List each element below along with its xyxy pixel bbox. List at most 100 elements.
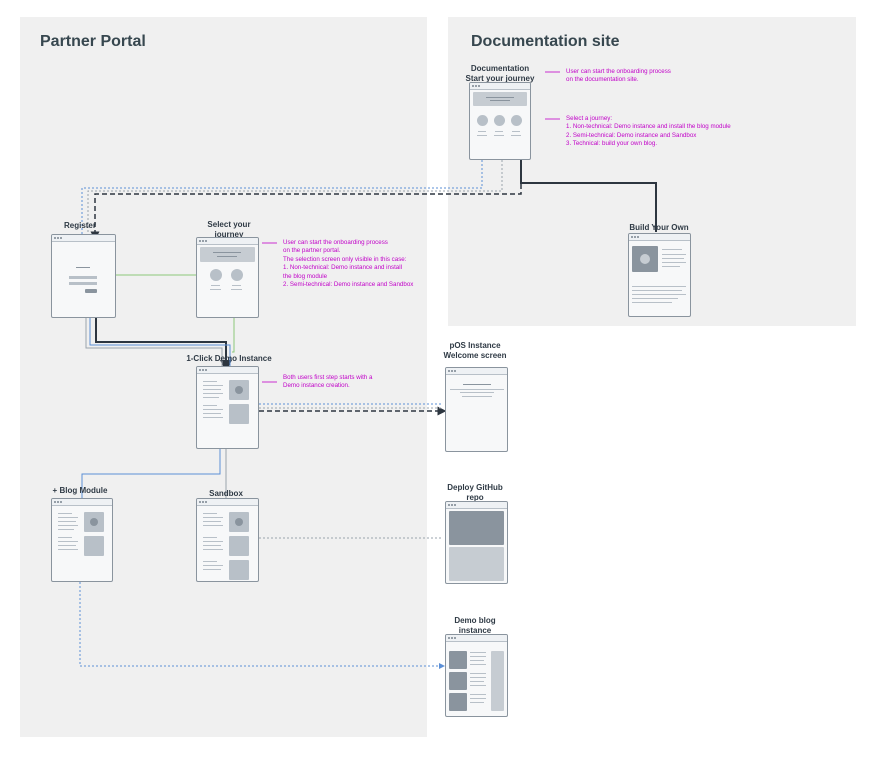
sandbox-wireframe <box>196 498 259 582</box>
placeholder-text-line <box>203 521 221 522</box>
pos-instance-title: pOS Instance Welcome screen <box>443 341 507 360</box>
window-control-dot-icon <box>57 501 59 503</box>
window-control-dot-icon <box>205 501 207 503</box>
select-journey-title: Select your journey <box>207 220 251 239</box>
window-control-dot-icon <box>205 240 207 242</box>
placeholder-text-line <box>470 673 486 674</box>
demo-instance-title: 1-Click Demo Instance <box>186 354 272 363</box>
placeholder-text-line <box>470 685 486 686</box>
placeholder-text-line <box>203 537 217 538</box>
placeholder-text-line <box>495 131 503 132</box>
placeholder-text-line <box>58 549 78 550</box>
window-control-dot-icon <box>454 637 456 639</box>
placeholder-text-line <box>203 417 223 418</box>
placeholder-text-line <box>58 517 78 518</box>
placeholder-text-line <box>632 290 682 291</box>
placeholder-text-line <box>203 385 223 386</box>
placeholder-text-line <box>58 545 76 546</box>
placeholder-circle-icon <box>90 518 98 526</box>
placeholder-text-line <box>470 681 484 682</box>
window-control-dot-icon <box>199 501 201 503</box>
placeholder-text-line <box>203 549 223 550</box>
window-control-dot-icon <box>451 504 453 506</box>
link-blog-module-to-demo-blog <box>79 582 445 669</box>
link-doc-to-register-dark <box>90 152 522 241</box>
note-demo-first-step: Both users first step starts with a Demo… <box>283 374 373 390</box>
placeholder-text-line <box>203 397 219 398</box>
placeholder-circle-icon <box>210 269 222 281</box>
window-control-dot-icon <box>202 369 204 371</box>
window-control-dot-icon <box>205 369 207 371</box>
blog-module-title: + Blog Module <box>52 486 108 495</box>
placeholder-text-line <box>470 660 484 661</box>
placeholder-text-line <box>203 525 223 526</box>
window-title-bar <box>470 83 530 90</box>
placeholder-text-line <box>210 289 221 290</box>
link-register-to-demo-gray <box>85 318 223 366</box>
register-title: Register <box>63 221 96 230</box>
placeholder-image-block <box>229 404 249 424</box>
window-control-dot-icon <box>451 370 453 372</box>
deploy-github-title: Deploy GitHub repo <box>447 483 503 502</box>
placeholder-text-line <box>494 135 504 136</box>
documentation-site-title: Documentation site <box>471 33 620 50</box>
demo-blog-title: Demo blog instance <box>454 616 496 635</box>
window-control-dot-icon <box>634 236 636 238</box>
placeholder-image-block <box>491 651 504 711</box>
placeholder-text-line <box>662 249 682 250</box>
window-control-dot-icon <box>448 637 450 639</box>
window-title-bar <box>197 499 258 506</box>
placeholder-circle-icon <box>231 269 243 281</box>
placeholder-image-block <box>449 547 504 581</box>
doc-start-title: Documentation Start your journey <box>465 64 535 83</box>
placeholder-image-block <box>449 651 467 669</box>
window-control-dot-icon <box>472 85 474 87</box>
placeholder-circle-icon <box>640 254 650 264</box>
window-control-dot-icon <box>202 240 204 242</box>
placeholder-text-line <box>203 405 217 406</box>
placeholder-text-line <box>203 389 221 390</box>
placeholder-text-line <box>460 392 494 393</box>
placeholder-text-line <box>470 694 486 695</box>
placeholder-text-line <box>58 513 72 514</box>
window-control-dot-icon <box>448 370 450 372</box>
placeholder-circle-icon <box>235 518 243 526</box>
placeholder-circle-icon <box>477 115 488 126</box>
placeholder-text-line <box>232 285 241 286</box>
placeholder-text-line <box>477 135 487 136</box>
note-portal-onboarding: User can start the onboarding process on… <box>283 239 414 289</box>
window-control-dot-icon <box>454 370 456 372</box>
placeholder-text-line <box>58 521 76 522</box>
window-title-bar <box>446 368 507 375</box>
placeholder-text-line <box>231 289 242 290</box>
placeholder-text-line <box>632 286 686 287</box>
link-register-to-demo-blue <box>89 318 231 366</box>
window-title-bar <box>446 635 507 642</box>
blog-module-wireframe <box>51 498 113 582</box>
placeholder-text-line <box>69 282 97 285</box>
link-register-to-demo-dark <box>95 318 232 372</box>
placeholder-image-block <box>449 672 467 690</box>
placeholder-image-block <box>229 536 249 556</box>
window-control-dot-icon <box>451 637 453 639</box>
placeholder-text-line <box>662 266 680 267</box>
placeholder-text-line <box>203 561 217 562</box>
placeholder-text-line <box>662 254 686 255</box>
placeholder-text-line <box>203 393 223 394</box>
window-control-dot-icon <box>631 236 633 238</box>
placeholder-image-block <box>449 511 504 545</box>
placeholder-text-line <box>76 267 90 268</box>
placeholder-text-line <box>69 276 97 279</box>
placeholder-text-line <box>203 541 223 542</box>
sandbox-title: Sandbox <box>209 489 243 498</box>
window-title-bar <box>629 234 690 241</box>
placeholder-text-line <box>203 413 221 414</box>
select-journey-wireframe <box>196 237 259 318</box>
placeholder-text-line <box>211 285 220 286</box>
placeholder-text-line <box>512 131 520 132</box>
window-control-dot-icon <box>54 237 56 239</box>
placeholder-text-line <box>213 252 241 253</box>
placeholder-text-line <box>470 698 486 699</box>
placeholder-image-block <box>473 92 527 106</box>
